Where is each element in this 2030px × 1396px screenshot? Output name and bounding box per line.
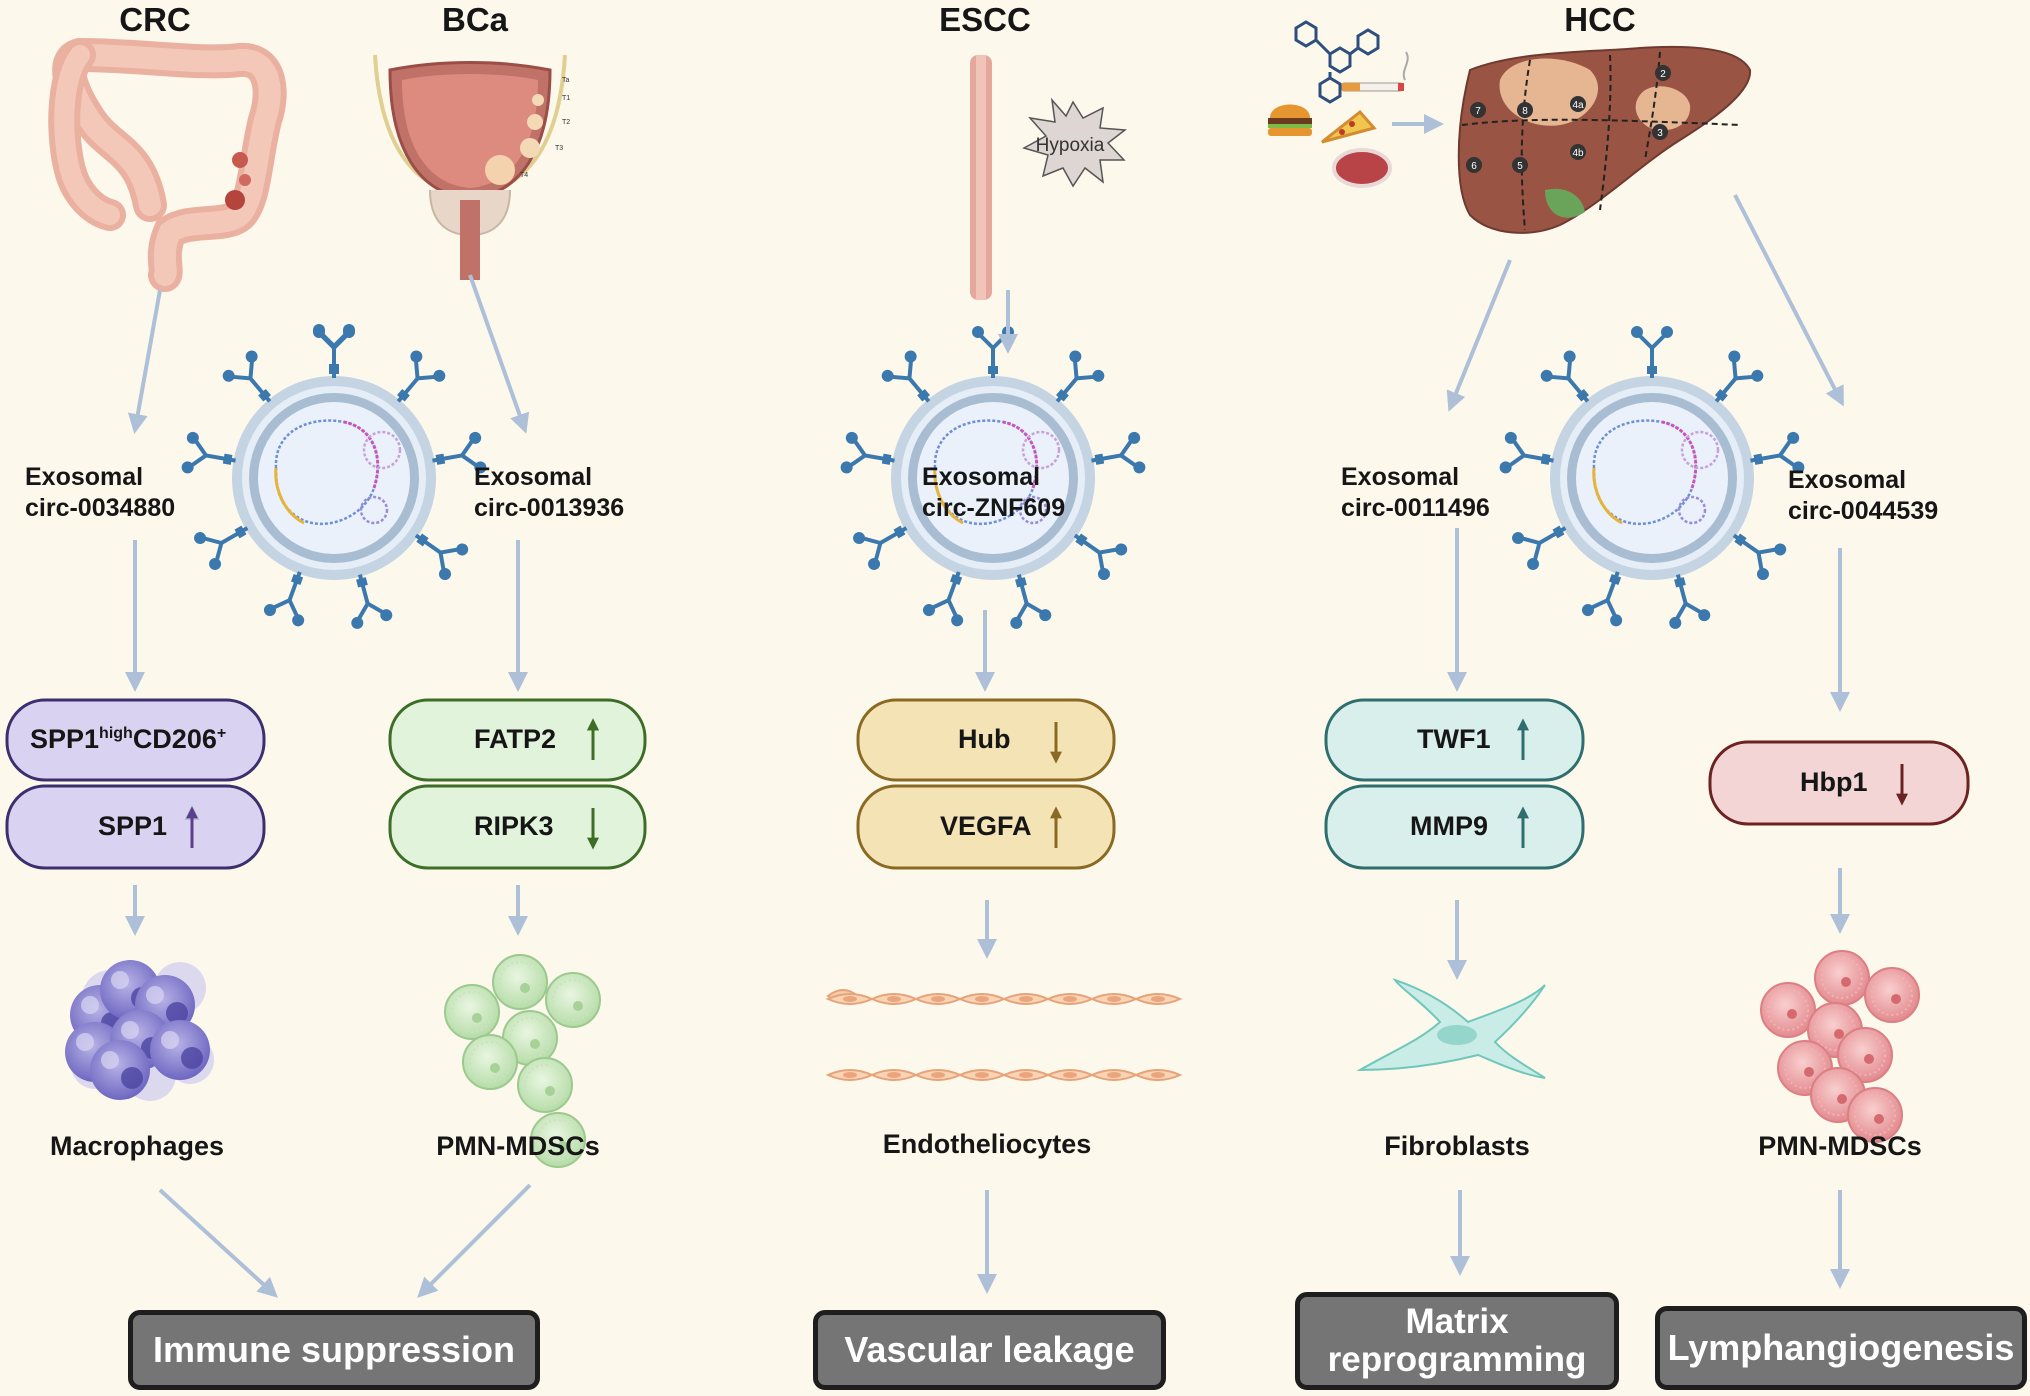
esophagus-illustration	[970, 55, 1128, 300]
target-crc-top: SPP1highCD206+	[30, 723, 226, 755]
exosomal-line: Exosomal	[474, 463, 593, 491]
bladder-stage-label: T3	[555, 145, 563, 152]
outcome-immune-suppression: Immune suppression	[128, 1310, 540, 1390]
target-escc-bottom: VEGFA	[940, 811, 1032, 841]
circrna-name: circ-0013936	[474, 494, 625, 522]
exosomal-label-escc: Exosomal circ-ZNF609	[922, 462, 1065, 524]
liver-segment-label: 7	[1475, 106, 1481, 117]
exosome-spike	[311, 324, 357, 380]
cell-label-hcc1: Fibroblasts	[1384, 1131, 1530, 1161]
bladder-stage-label: T4	[520, 172, 528, 179]
cancer-label-hcc: HCC	[1564, 1, 1636, 38]
bladder-stage-label: Ta	[562, 77, 570, 84]
liver-segment-label: 6	[1471, 161, 1477, 172]
exosomal-line: Exosomal	[922, 463, 1041, 491]
exosome-spike	[837, 428, 901, 484]
liver-segment-label: 4b	[1572, 148, 1584, 159]
cell-label-escc: Endotheliocytes	[882, 1129, 1092, 1159]
circrna-name: circ-0034880	[25, 494, 176, 522]
target-hcc1-bottom: MMP9	[1410, 811, 1489, 841]
cell-label-crc: Macrophages	[49, 1131, 225, 1161]
endothelial-nucleus	[843, 996, 857, 1002]
exosomal-line: Exosomal	[25, 463, 144, 491]
endothelial-nucleus	[931, 1072, 945, 1078]
endothelial-nucleus	[1019, 996, 1033, 1002]
liver-segment-label: 5	[1517, 161, 1523, 172]
endothelial-nucleus	[1107, 1072, 1121, 1078]
endothelial-nucleus	[887, 996, 901, 1002]
endothelial-nucleus	[887, 1072, 901, 1078]
cancer-label-bca: BCa	[441, 1, 509, 38]
endothelial-nucleus	[1063, 996, 1077, 1002]
cancer-label-crc: CRC	[119, 1, 191, 38]
target-hcc1-top: TWF1	[1417, 724, 1491, 754]
outcome-lymphangiogenesis: Lymphangiogenesis	[1655, 1306, 2027, 1390]
exosomal-label-hcc2: Exosomal circ-0044539	[1788, 465, 1938, 527]
circrna-name: circ-ZNF609	[922, 494, 1066, 522]
exosome-spike	[178, 428, 242, 484]
exosomal-label-crc: Exosomal circ-0034880	[25, 462, 175, 524]
exosomal-label-bca: Exosomal circ-0013936	[474, 462, 624, 524]
liver-segment-label: 2	[1660, 69, 1666, 80]
target-bca-top: FATP2	[474, 724, 557, 754]
endothelial-nucleus	[843, 1072, 857, 1078]
endothelial-nucleus	[975, 996, 989, 1002]
target-hcc2: Hbp1	[1800, 767, 1868, 797]
endothelial-nucleus	[931, 996, 945, 1002]
endothelial-nucleus	[1151, 1072, 1165, 1078]
exosome-hcc	[1548, 374, 1756, 582]
target-crc-bottom: SPP1	[98, 811, 168, 841]
target-crc-top-sup2: +	[216, 725, 227, 742]
endothelial-nucleus	[1019, 1072, 1033, 1078]
exosome-spike	[1085, 428, 1149, 484]
bladder-stage-label: T1	[562, 95, 570, 102]
hypoxia-label: Hypoxia	[1035, 135, 1105, 156]
target-crc-top-a: SPP1	[30, 724, 100, 754]
circrna-name: circ-0011496	[1341, 494, 1490, 522]
target-crc-top-sup1: high	[99, 725, 133, 742]
target-escc-top: Hub	[958, 724, 1011, 754]
bladder-illustration: Ta T1 T2 T3 T4	[373, 54, 570, 280]
pmn-mdsc-cluster-pink	[1760, 950, 1920, 1143]
bladder-stage-label: T2	[562, 119, 570, 126]
cancer-label-escc: ESCC	[939, 1, 1031, 38]
steak-icon	[1332, 148, 1392, 188]
exosome-spike	[1496, 428, 1560, 484]
pill-group-bca	[388, 698, 647, 870]
endothelial-nucleus	[1107, 996, 1121, 1002]
exosomal-label-hcc1: Exosomal circ-0011496	[1341, 462, 1490, 524]
outcome-matrix-reprogramming: Matrix reprogramming	[1295, 1292, 1619, 1390]
colon-illustration	[48, 37, 287, 292]
pizza-icon	[1321, 109, 1377, 144]
endothelial-nucleus	[975, 1072, 989, 1078]
liver-segment-label: 3	[1657, 128, 1663, 139]
risk-factors-illustration	[1268, 20, 1444, 188]
burger-icon	[1268, 104, 1312, 136]
target-crc-top-b: CD206	[132, 724, 217, 754]
fibroblast	[1356, 978, 1546, 1079]
exosomal-line: Exosomal	[1341, 463, 1460, 491]
flow-arrows	[125, 194, 1850, 1298]
liver-illustration: 2 3 4a 4b 5 6 7 8	[1457, 45, 1752, 234]
exosome-spike	[1629, 324, 1675, 380]
cell-label-hcc2: PMN-MDSCs	[1758, 1131, 1922, 1161]
liver-segment-label: 4a	[1572, 100, 1584, 111]
endothelial-nucleus	[1063, 1072, 1077, 1078]
pill-group-crc	[5, 698, 266, 870]
circrna-name: circ-0044539	[1788, 497, 1939, 525]
liver-segment-label: 8	[1522, 106, 1528, 117]
endothelial-layer	[825, 989, 1183, 1081]
macrophage-cluster	[65, 960, 214, 1101]
target-bca-bottom: RIPK3	[474, 811, 554, 841]
exosomal-line: Exosomal	[1788, 466, 1907, 494]
endothelial-nucleus	[1151, 996, 1165, 1002]
cell-label-bca: PMN-MDSCs	[436, 1131, 600, 1161]
outcome-vascular-leakage: Vascular leakage	[813, 1310, 1166, 1390]
